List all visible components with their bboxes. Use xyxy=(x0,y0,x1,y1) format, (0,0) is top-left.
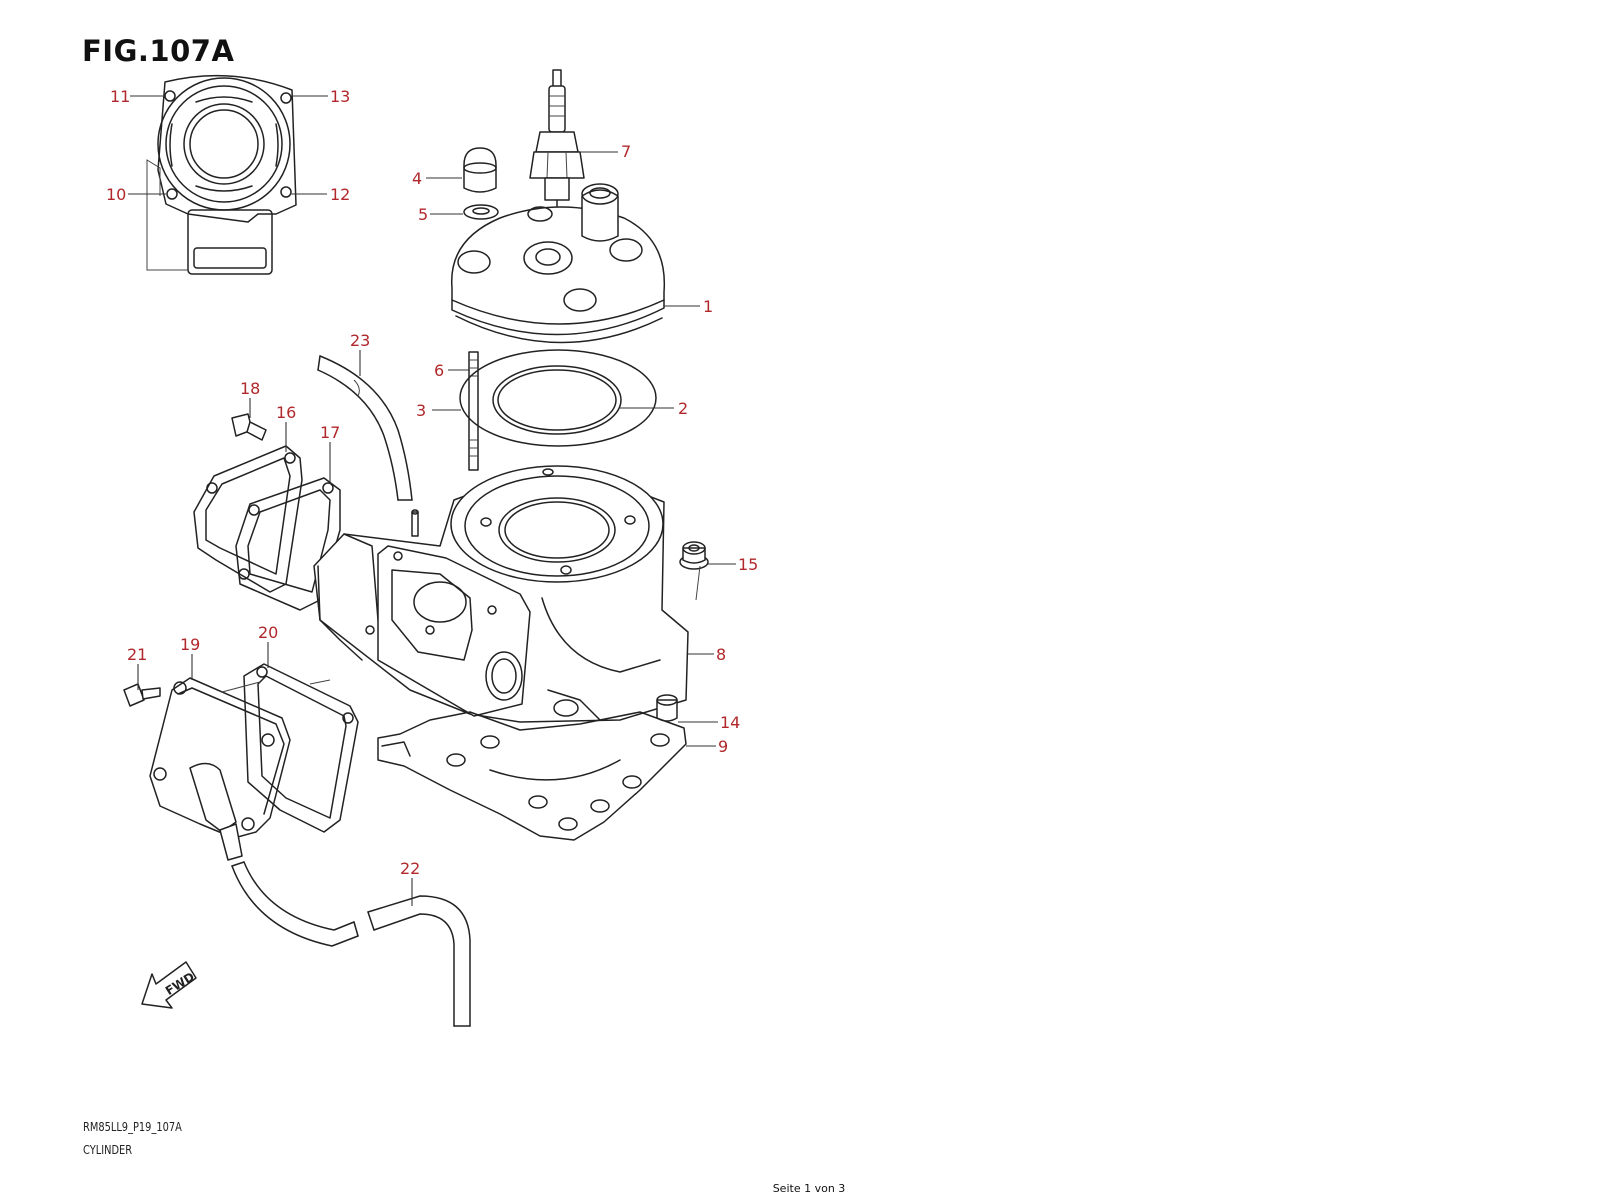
callout-12: 12 xyxy=(330,185,350,204)
reed-valve-gasket-outer xyxy=(193,445,303,593)
callout-18: 18 xyxy=(240,379,260,398)
reed-valve-gasket-inner xyxy=(235,477,341,611)
callout-21: 21 xyxy=(127,645,147,664)
breather-hose-lower xyxy=(231,861,471,1027)
breather-hose-upper xyxy=(317,355,413,501)
diagram-code: RM85LL9_P19_107A xyxy=(83,1120,182,1134)
spark-plug xyxy=(529,69,585,211)
figure-title: FIG.107A xyxy=(82,34,235,68)
callout-20: 20 xyxy=(258,623,278,642)
callout-22: 22 xyxy=(400,859,420,878)
callout-7: 7 xyxy=(621,142,631,161)
page-indicator: Seite 1 von 3 xyxy=(772,1182,846,1195)
bolt-upper xyxy=(231,413,267,441)
callout-6: 6 xyxy=(434,361,444,380)
callout-4: 4 xyxy=(412,169,422,188)
callout-14: 14 xyxy=(720,713,740,732)
callout-3: 3 xyxy=(416,401,426,420)
callout-19: 19 xyxy=(180,635,200,654)
callout-17: 17 xyxy=(320,423,340,442)
bolt-lower xyxy=(123,683,161,707)
callout-15: 15 xyxy=(738,555,758,574)
exhaust-valve-cover xyxy=(149,677,291,861)
stud-bolt xyxy=(468,351,479,471)
washer xyxy=(463,204,499,220)
callout-1: 1 xyxy=(703,297,713,316)
flange-nut xyxy=(679,541,709,570)
callout-5: 5 xyxy=(418,205,428,224)
cylinder-base-gasket xyxy=(377,711,687,841)
callout-10: 10 xyxy=(106,185,126,204)
inset-cylinder-top-view xyxy=(146,74,297,275)
cap-nut xyxy=(463,147,497,193)
callout-labels: 1 2 3 4 5 6 7 8 9 10 11 12 13 14 15 16 1… xyxy=(106,87,758,878)
cylinder-head xyxy=(451,183,666,344)
leader-lines xyxy=(128,95,736,906)
head-o-ring-outer xyxy=(459,349,657,447)
callout-8: 8 xyxy=(716,645,726,664)
head-o-ring-inner xyxy=(492,365,622,435)
callout-16: 16 xyxy=(276,403,296,422)
callout-9: 9 xyxy=(718,737,728,756)
callout-23: 23 xyxy=(350,331,370,350)
forward-direction-arrow: FWD xyxy=(141,961,197,1009)
callout-2: 2 xyxy=(678,399,688,418)
callout-11: 11 xyxy=(110,87,130,106)
exhaust-valve-gasket xyxy=(243,663,359,833)
cylinder-body xyxy=(313,465,689,723)
callout-13: 13 xyxy=(330,87,350,106)
diagram-name: CYLINDER xyxy=(83,1143,133,1157)
